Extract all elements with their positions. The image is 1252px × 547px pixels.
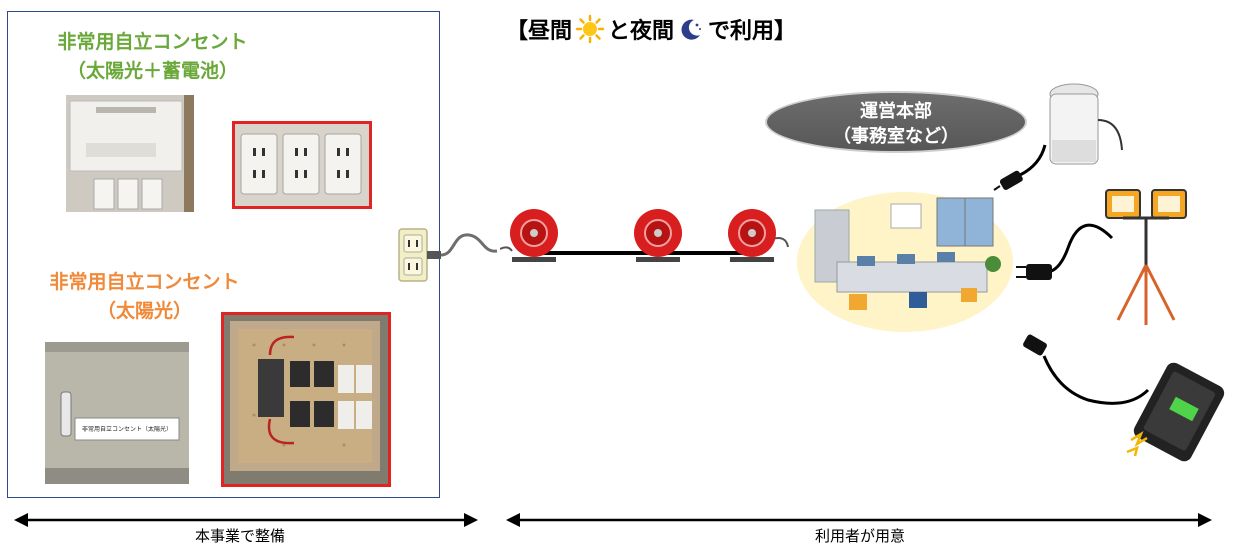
right-arrow-caption: 利用者が用意 xyxy=(814,527,905,545)
solar-only-open-cabinet-photo xyxy=(221,312,391,487)
kettle-icon xyxy=(1049,83,1123,165)
cabinet-label: 非常用自立コンセント（太陽光） xyxy=(81,426,172,433)
cable-reel-icon xyxy=(728,209,776,262)
solar-only-title: 非常用自立コンセント （太陽光） xyxy=(22,268,267,326)
cable-reel-icon xyxy=(510,209,558,262)
solar-battery-unit-photo xyxy=(66,95,194,212)
title-part2: と夜間 xyxy=(608,19,675,44)
headquarters-line2: （事務室など） xyxy=(833,126,959,147)
title-part3: で利用】 xyxy=(708,19,797,44)
cable-reel-icon xyxy=(634,209,682,262)
headquarters-label: 運営本部 （事務室など） xyxy=(765,91,1027,153)
solar-only-cabinet-photo: 非常用自立コンセント（太陽光） xyxy=(45,342,189,484)
sun-icon xyxy=(575,14,605,44)
smartphone-icon xyxy=(1126,362,1225,462)
headquarters-line1: 運営本部 xyxy=(860,101,932,122)
office-illustration xyxy=(797,192,1013,332)
solar-battery-title: 非常用自立コンセント （太陽光＋蓄電池） xyxy=(30,28,275,86)
plug-icon xyxy=(993,144,1047,191)
solar-only-title-line2: （太陽光） xyxy=(96,300,192,322)
moon-icon xyxy=(681,19,702,40)
extension-plug-icon xyxy=(427,233,498,259)
solar-only-title-line1: 非常用自立コンセント xyxy=(49,271,240,293)
plug-icon xyxy=(1016,223,1114,280)
title-part1: 【昼間 xyxy=(506,19,573,44)
page-title: 【昼間 と夜間 で利用】 xyxy=(506,14,796,44)
outlet-icon xyxy=(398,228,428,282)
solar-battery-outlets-photo xyxy=(232,121,372,209)
cable-reel-chain xyxy=(500,209,789,262)
plug-icon xyxy=(1023,334,1150,405)
solar-battery-title-line1: 非常用自立コンセント xyxy=(57,31,248,53)
work-light-icon xyxy=(1105,189,1187,325)
scope-arrows xyxy=(14,513,1212,527)
left-arrow-caption: 本事業で整備 xyxy=(194,527,285,545)
solar-battery-title-line2: （太陽光＋蓄電池） xyxy=(66,60,238,82)
